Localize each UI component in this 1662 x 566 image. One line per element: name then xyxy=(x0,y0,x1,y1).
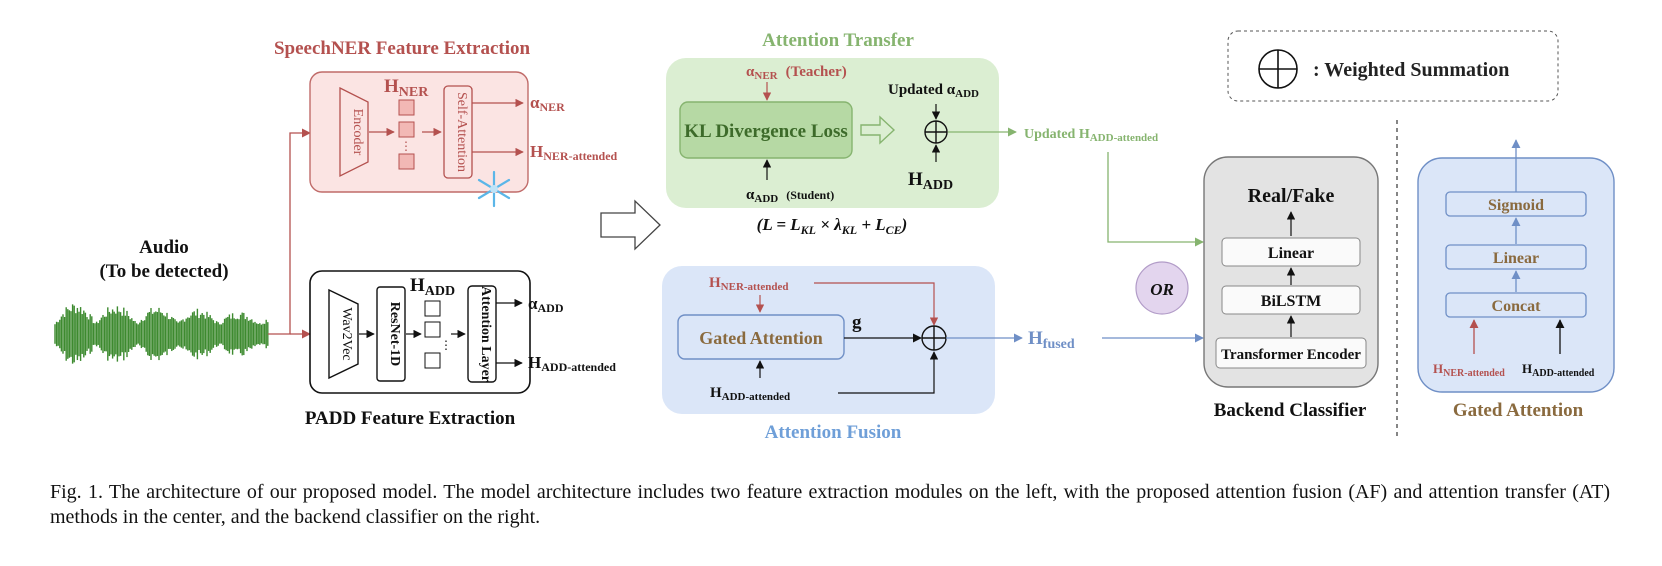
audio-branch-lines xyxy=(268,128,311,339)
at-h-add: HADD xyxy=(908,169,953,193)
backend-bilstm: BiLSTM xyxy=(1261,293,1321,310)
h-add-label: HADD xyxy=(410,275,455,299)
ner-feature-cells xyxy=(398,99,415,170)
backend-linear: Linear xyxy=(1268,245,1314,262)
ner-dots: ⋮ xyxy=(400,139,412,153)
kl-divergence-label: KL Divergence Loss xyxy=(684,121,848,142)
attention-transfer-module: Attention Transfer αNER(Teacher) KL Dive… xyxy=(666,30,1158,237)
speechner-title: SpeechNER Feature Extraction xyxy=(274,38,531,59)
attention-layer-block xyxy=(467,285,497,383)
ga-input-add: HADD-attended xyxy=(1522,361,1595,379)
af-weighted-sum-icon xyxy=(921,325,947,351)
gated-attention-box xyxy=(677,314,845,360)
snowflake-icon xyxy=(477,170,511,208)
backend-classifier: Real/Fake Linear BiLSTM Transformer Enco… xyxy=(1203,156,1379,421)
figure-caption: Fig. 1. The architecture of our proposed… xyxy=(50,481,1610,528)
backend-title: Backend Classifier xyxy=(1214,400,1367,421)
resnet-block xyxy=(376,286,406,382)
speechner-module: SpeechNER Feature Extraction Encoder ⋮ H… xyxy=(274,38,618,208)
af-h-ner: HNER-attended xyxy=(709,275,789,293)
legend-text: : Weighted Summation xyxy=(1313,59,1509,81)
encoder-block xyxy=(339,86,369,178)
self-attention-block xyxy=(443,85,473,179)
legend: : Weighted Summation xyxy=(1227,30,1559,102)
encoder-label: Encoder xyxy=(350,109,365,156)
padd-module: Wav2Vec ResNet-1D ⋮ HADD Attention Layer… xyxy=(305,270,616,429)
audio-label-line1: Audio xyxy=(139,237,189,258)
attention-transfer-title: Attention Transfer xyxy=(762,30,914,51)
attention-fusion-module: HNER-attended Gated Attention g HADD-att… xyxy=(662,266,1075,443)
add-feature-cells xyxy=(424,300,441,369)
gated-attention-detail: Sigmoid Linear Concat HNER-attended HADD… xyxy=(1417,139,1615,421)
or-badge: OR xyxy=(1135,261,1189,315)
updated-alpha-add: Updated αADD xyxy=(888,82,979,100)
add-attended-output: HADD-attended xyxy=(528,353,616,374)
ga-input-ner: HNER-attended xyxy=(1433,361,1505,379)
gated-attention-detail-title: Gated Attention xyxy=(1453,400,1584,421)
at-weighted-sum-icon xyxy=(924,120,948,144)
teacher-alpha: αNER(Teacher) xyxy=(746,64,847,82)
updated-add-attended: Updated HADD-attended xyxy=(1024,127,1158,144)
wav2vec-label: Wav2Vec xyxy=(339,307,354,360)
gate-g-label: g xyxy=(852,312,862,333)
backend-output: Real/Fake xyxy=(1248,185,1335,207)
add-dots: ⋮ xyxy=(440,338,452,352)
resnet-label: ResNet-1D xyxy=(387,302,402,367)
weighted-sum-icon xyxy=(1258,49,1298,89)
h-fused-output: Hfused xyxy=(1028,328,1075,352)
ga-sigmoid: Sigmoid xyxy=(1488,197,1544,214)
attention-fusion-title: Attention Fusion xyxy=(765,422,902,443)
padd-title: PADD Feature Extraction xyxy=(305,408,516,429)
attention-layer-label: Attention Layer xyxy=(478,286,493,382)
ga-concat: Concat xyxy=(1492,298,1542,315)
wav2vec-block xyxy=(328,288,359,380)
audio-label-line2: (To be detected) xyxy=(99,261,228,282)
or-label: OR xyxy=(1150,280,1174,299)
hollow-arrow-icon xyxy=(600,199,661,251)
add-alpha-output: αADD xyxy=(528,294,564,315)
ner-alpha-output: αNER xyxy=(530,93,565,114)
gated-attention-label: Gated Attention xyxy=(699,328,823,348)
self-attention-label: Self-Attention xyxy=(454,92,469,172)
backend-transformer: Transformer Encoder xyxy=(1221,347,1361,363)
audio-input: Audio (To be detected) xyxy=(54,237,269,364)
af-h-add: HADD-attended xyxy=(710,385,790,403)
ga-linear: Linear xyxy=(1493,250,1539,267)
loss-formula: (L = LKL × λKL + LCE) xyxy=(757,215,908,237)
at-to-backend-connector xyxy=(1107,152,1204,247)
transfer-hollow-arrow-icon xyxy=(860,115,896,145)
audio-waveform xyxy=(54,304,269,364)
architecture-diagram: : Weighted Summation Audio (To be detect… xyxy=(54,30,1615,443)
h-ner-label: HNER xyxy=(384,76,429,100)
student-alpha: αADD(Student) xyxy=(746,187,834,205)
ner-attended-output: HNER-attended xyxy=(530,142,618,163)
kl-divergence-box xyxy=(679,101,853,159)
